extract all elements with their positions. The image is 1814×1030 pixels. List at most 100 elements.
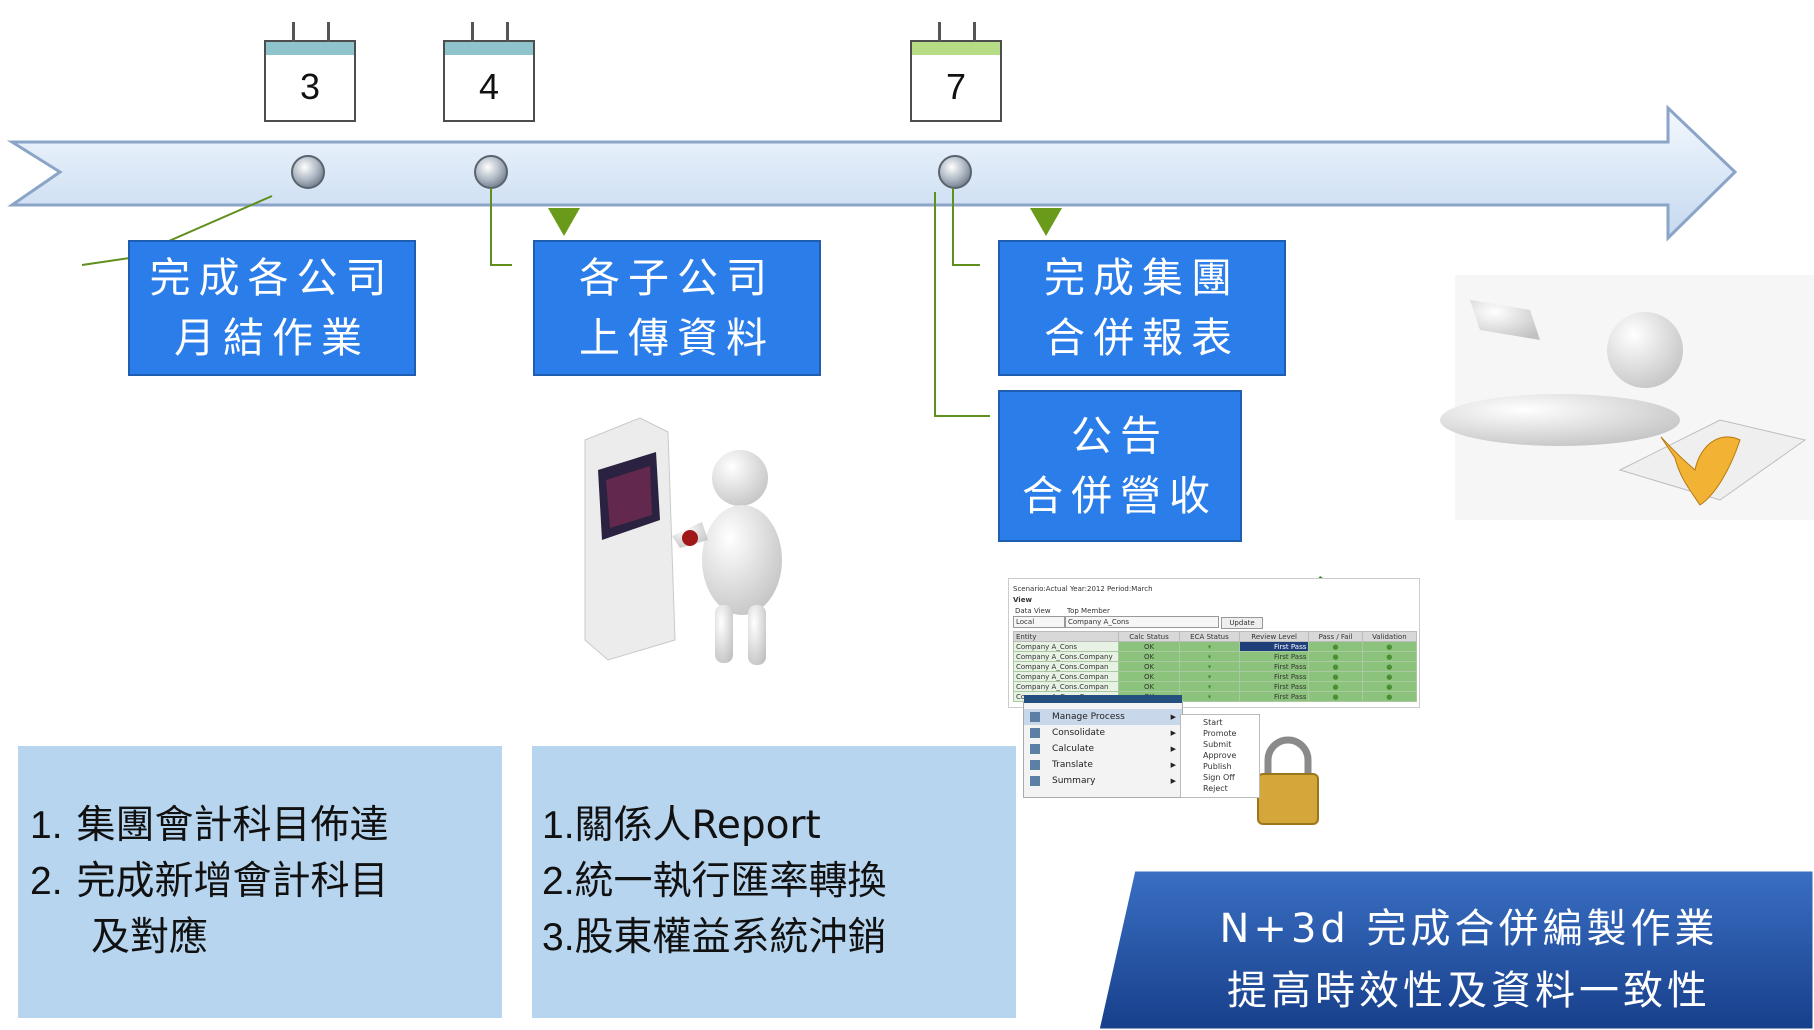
event-line: 各子公司 xyxy=(579,254,775,302)
pass-fail-icon: ● xyxy=(1308,661,1363,672)
translate-icon xyxy=(1030,760,1040,770)
data-view-label: Data View xyxy=(1015,607,1051,615)
pass-fail-icon: ● xyxy=(1308,641,1363,652)
process-submenu: Start Promote Submit Approve Publish Sig… xyxy=(1180,714,1260,798)
event-revenue-announcement: 公告 合併營收 xyxy=(998,390,1242,542)
panel-row: 2.完成新增會計科目 xyxy=(30,859,389,904)
review-level-cell: First Pass xyxy=(1238,681,1310,692)
calendar-ring xyxy=(938,22,941,42)
calc-status-cell: OK xyxy=(1117,661,1181,672)
panel-row: 3.股東權益系統沖銷 xyxy=(542,915,887,960)
event-line: 合併營收 xyxy=(1022,472,1218,520)
data-view-select[interactable]: Local xyxy=(1013,616,1065,628)
event-line: 完成集團 xyxy=(1044,254,1240,302)
menu-item-translate[interactable]: Translate ▶ xyxy=(1024,757,1182,773)
figure-reading-illustration xyxy=(1440,275,1814,520)
screenshot-header: Scenario:Actual Year:2012 Period:March xyxy=(1013,585,1153,593)
submenu-arrow-icon: ▶ xyxy=(1170,761,1176,769)
review-level-cell: First Pass xyxy=(1238,641,1310,652)
calendar-header-bar xyxy=(912,42,1000,55)
event-subsidiary-upload: 各子公司 上傳資料 xyxy=(533,240,821,376)
entity-cell: Company A_Cons.Compan xyxy=(1013,671,1119,682)
timeline-arrow xyxy=(6,104,1738,242)
entity-cell: Company A_Cons xyxy=(1013,641,1119,652)
table-header-row: Entity Calc Status ECA Status Review Lev… xyxy=(1013,631,1418,642)
figure-computer-illustration xyxy=(565,415,810,670)
submenu-item-submit[interactable]: Submit xyxy=(1203,740,1232,749)
menu-item-consolidate[interactable]: Consolidate ▶ xyxy=(1024,725,1182,741)
menu-item-calculate[interactable]: Calculate ▶ xyxy=(1024,741,1182,757)
column-header: ECA Status xyxy=(1179,631,1240,642)
marker-triangle-2 xyxy=(1030,208,1062,236)
panel-row: 2.統一執行匯率轉換 xyxy=(542,859,887,904)
menu-item-summary[interactable]: Summary ▶ xyxy=(1024,773,1182,789)
calc-status-cell: OK xyxy=(1117,651,1181,662)
consolidate-icon xyxy=(1030,728,1040,738)
submenu-item-approve[interactable]: Approve xyxy=(1203,751,1237,760)
submenu-arrow-icon: ▶ xyxy=(1170,745,1176,753)
eca-status-icon: ▾ xyxy=(1179,661,1240,672)
submenu-item-sign-off[interactable]: Sign Off xyxy=(1203,773,1235,782)
summary-line: 提高時效性及資料一致性 xyxy=(1227,968,1711,1014)
manage-process-icon xyxy=(1030,712,1040,722)
calendar-header-bar xyxy=(266,42,354,55)
calendar-ring xyxy=(327,22,330,42)
top-member-label: Top Member xyxy=(1067,607,1110,615)
calendar-ring xyxy=(292,22,295,42)
submenu-item-start[interactable]: Start xyxy=(1203,718,1223,727)
validation-icon: ● xyxy=(1361,661,1418,672)
calendar-header-bar xyxy=(445,42,533,55)
timeline-knob-4 xyxy=(474,155,508,189)
column-header: Pass / Fail xyxy=(1308,631,1363,642)
column-header: Calc Status xyxy=(1117,631,1181,642)
connector-line-3 xyxy=(952,188,980,266)
review-level-cell: First Pass xyxy=(1238,671,1310,682)
panel-row: 1.關係人Report xyxy=(542,803,821,848)
column-header: Validation xyxy=(1361,631,1418,642)
eca-status-icon: ▾ xyxy=(1179,671,1240,682)
submenu-item-reject[interactable]: Reject xyxy=(1203,784,1228,793)
panel-row: 1.集團會計科目佈達 xyxy=(30,803,389,848)
submenu-item-promote[interactable]: Promote xyxy=(1203,729,1237,738)
app-screenshot: Scenario:Actual Year:2012 Period:March V… xyxy=(1008,578,1420,708)
entity-cell: Company A_Cons.Company xyxy=(1013,651,1119,662)
submenu-arrow-icon: ▶ xyxy=(1170,713,1176,721)
validation-icon: ● xyxy=(1361,651,1418,662)
menu-item-manage-process[interactable]: Manage Process ▶ xyxy=(1024,709,1182,725)
event-line: 完成各公司 xyxy=(149,254,395,302)
review-level-cell: First Pass xyxy=(1238,661,1310,672)
calendar-day-number: 4 xyxy=(478,66,500,107)
event-line: 月結作業 xyxy=(174,314,370,362)
panel-row: 及對應 xyxy=(91,915,209,960)
entity-cell: Company A_Cons.Compan xyxy=(1013,661,1119,672)
eca-status-icon: ▾ xyxy=(1179,651,1240,662)
calendar-ring xyxy=(471,22,474,42)
calendar-day-4: 4 xyxy=(443,22,535,122)
validation-icon: ● xyxy=(1361,681,1418,692)
calendar-ring xyxy=(973,22,976,42)
pass-fail-icon: ● xyxy=(1308,651,1363,662)
submenu-arrow-icon: ▶ xyxy=(1170,777,1176,785)
summary-line: N+3d 完成合併編製作業 xyxy=(1219,906,1719,952)
column-header: Entity xyxy=(1013,631,1119,642)
event-line: 合併報表 xyxy=(1044,314,1240,362)
screenshot-view-label: View xyxy=(1013,596,1032,604)
eca-status-icon: ▾ xyxy=(1179,641,1240,652)
update-button[interactable]: Update xyxy=(1221,617,1263,629)
event-line: 公告 xyxy=(1071,412,1169,460)
calendar-day-3: 3 xyxy=(264,22,356,122)
calendar-day-number: 3 xyxy=(299,66,321,107)
submenu-arrow-icon: ▶ xyxy=(1170,729,1176,737)
top-member-field[interactable]: Company A_Cons xyxy=(1065,616,1219,628)
column-header: Review Level xyxy=(1238,631,1310,642)
timeline-knob-3 xyxy=(291,155,325,189)
submenu-item-publish[interactable]: Publish xyxy=(1203,762,1232,771)
connector-line-4 xyxy=(934,192,990,417)
context-menu: Manage Process ▶ Consolidate ▶ Calculate… xyxy=(1023,695,1183,798)
